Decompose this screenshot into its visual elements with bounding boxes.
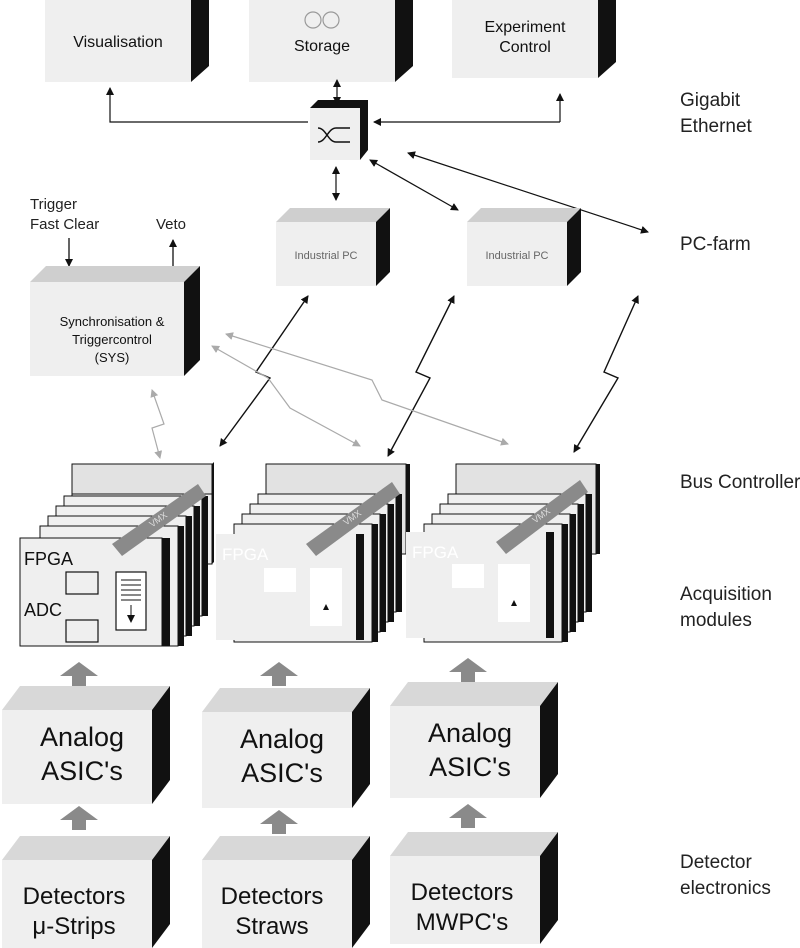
acquisition-stack-2: VMX FPGA (216, 463, 410, 643)
trigger-inputs: Trigger Fast Clear Veto (30, 196, 186, 267)
bus-controller-label: Bus Controller (680, 472, 800, 493)
sync-bus-links (150, 332, 509, 459)
veto-label: Veto (156, 216, 186, 233)
memory-icon-3 (498, 564, 530, 622)
experiment-control-box: Experiment Control (452, 0, 616, 78)
detector-3-word: Detectors (411, 879, 514, 906)
sync-label-2: Triggercontrol (72, 332, 152, 347)
detector-2-word: Detectors (221, 883, 324, 910)
fpga-chip-icon (65, 571, 99, 595)
experiment-label-2: Control (499, 39, 551, 56)
asic-3-line1: Analog (428, 718, 512, 748)
pc2-label: Industrial PC (486, 250, 549, 262)
adc-label: ADC (24, 600, 62, 620)
fpga-label-2: FPGA (222, 545, 269, 564)
detector-box-2: Detectors Straws (202, 836, 370, 948)
sync-trigger-box: Synchronisation & Triggercontrol (SYS) (30, 266, 200, 376)
memory-icon (115, 571, 147, 631)
signal-arrows (60, 658, 487, 834)
asic-box-3: Analog ASIC's (390, 682, 558, 798)
acquisition-label-2: modules (680, 610, 752, 631)
storage-box: Storage (249, 0, 413, 82)
adc-chip-icon (65, 619, 99, 643)
acquisition-stack-3: VMX FPGA (406, 463, 600, 643)
industrial-pc-1: Industrial PC (276, 208, 390, 286)
sync-label-3: (SYS) (95, 350, 130, 365)
asic-box-2: Analog ASIC's (202, 688, 370, 808)
acquisition-stack-1: VMX FPGA ADC (19, 462, 214, 647)
detector-box-1: Detectors μ-Strips (2, 836, 170, 948)
side-labels: Gigabit Ethernet PC-farm Bus Controller … (680, 90, 800, 899)
asic-2-line1: Analog (240, 724, 324, 754)
storage-label: Storage (294, 38, 350, 55)
gigabit-label-1: Gigabit (680, 90, 741, 111)
trigger-label: Trigger (30, 196, 77, 213)
asic-1-line1: Analog (40, 722, 124, 752)
asic-3-line2: ASIC's (429, 752, 511, 782)
fpga-chip-icon-2 (264, 568, 296, 592)
detector-2-type: Straws (235, 913, 308, 940)
switch-icon (317, 127, 350, 143)
fast-clear-label: Fast Clear (30, 216, 99, 233)
fpga-label-3: FPGA (412, 543, 459, 562)
ethernet-links (106, 79, 649, 234)
bus-tag-2 (306, 482, 400, 556)
detector-label-1: Detector (680, 852, 752, 873)
detector-1-word: Detectors (23, 883, 126, 910)
visualisation-box: Visualisation (45, 0, 209, 82)
sync-label-1: Synchronisation & (60, 314, 165, 329)
asic-box-1: Analog ASIC's (2, 686, 170, 804)
pc1-label: Industrial PC (295, 250, 358, 262)
fpga-chip-icon-3 (452, 564, 484, 588)
asic-2-line2: ASIC's (241, 758, 323, 788)
detector-label-2: electronics (680, 878, 771, 899)
memory-icon-2 (310, 568, 342, 626)
acquisition-label-1: Acquisition (680, 584, 772, 605)
fpga-label: FPGA (24, 549, 73, 569)
visualisation-label: Visualisation (73, 34, 163, 51)
industrial-pc-2: Industrial PC (467, 208, 581, 286)
pcfarm-label: PC-farm (680, 234, 751, 255)
ethernet-switch (310, 100, 368, 160)
bus-tag-1 (112, 484, 206, 556)
bus-tag-3 (496, 480, 588, 554)
detector-box-3: Detectors MWPC's (390, 832, 558, 944)
gigabit-label-2: Ethernet (680, 116, 753, 137)
asic-1-line2: ASIC's (41, 756, 123, 786)
pc-bus-links (219, 295, 639, 457)
detector-1-type: μ-Strips (32, 913, 115, 940)
storage-icon (304, 11, 340, 29)
detector-3-type: MWPC's (416, 909, 509, 936)
experiment-label-1: Experiment (485, 19, 566, 36)
